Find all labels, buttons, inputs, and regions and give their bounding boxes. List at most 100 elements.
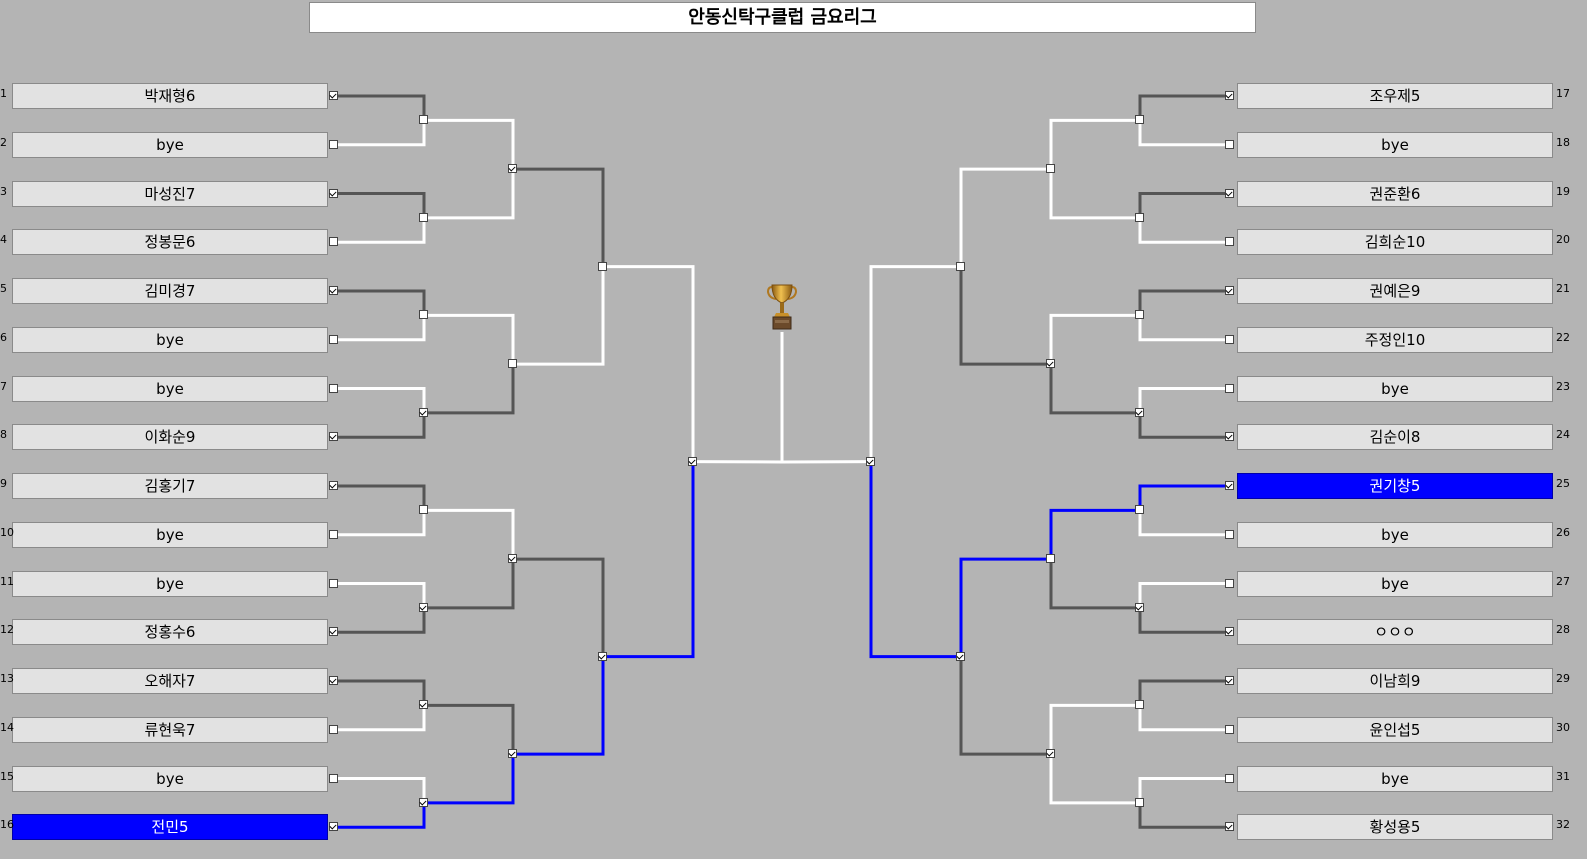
right-player-slot[interactable]: ㅇㅇㅇ bbox=[1237, 619, 1553, 646]
right-player-checkbox[interactable] bbox=[1225, 286, 1234, 295]
left-player-slot[interactable]: 정봉문6 bbox=[12, 229, 328, 256]
right-match-checkbox[interactable] bbox=[956, 261, 965, 271]
right-player-slot[interactable]: 윤인섭5 bbox=[1237, 716, 1553, 743]
left-match-checkbox[interactable] bbox=[419, 310, 428, 320]
left-match-checkbox[interactable] bbox=[688, 456, 697, 466]
left-player-checkbox[interactable] bbox=[329, 237, 338, 247]
left-match-checkbox[interactable] bbox=[508, 359, 517, 369]
left-player-slot[interactable]: 마성진7 bbox=[12, 180, 328, 207]
left-match-checkbox[interactable] bbox=[598, 651, 607, 661]
right-match-checkbox[interactable] bbox=[866, 456, 875, 466]
left-match-checkbox[interactable] bbox=[419, 700, 428, 710]
left-player-number: 5 bbox=[0, 282, 7, 295]
right-match-checkbox[interactable] bbox=[1046, 359, 1055, 369]
right-match-checkbox[interactable] bbox=[1135, 212, 1144, 222]
left-match-checkbox[interactable] bbox=[598, 261, 607, 271]
left-player-slot[interactable]: bye bbox=[12, 326, 328, 353]
left-player-checkbox[interactable] bbox=[329, 627, 338, 637]
left-player-slot[interactable]: 김홍기7 bbox=[12, 473, 328, 499]
left-match-checkbox[interactable] bbox=[508, 749, 517, 759]
left-player-checkbox[interactable] bbox=[329, 334, 338, 344]
right-player-slot[interactable]: 황성용5 bbox=[1237, 814, 1553, 841]
right-player-slot[interactable]: 권예은9 bbox=[1237, 278, 1553, 304]
right-player-checkbox[interactable] bbox=[1225, 139, 1234, 149]
right-match-checkbox[interactable] bbox=[1135, 115, 1144, 125]
right-player-checkbox[interactable] bbox=[1225, 627, 1234, 637]
right-player-slot[interactable]: bye bbox=[1237, 765, 1553, 792]
left-player-slot[interactable]: 정홍수6 bbox=[12, 619, 328, 646]
right-match-checkbox[interactable] bbox=[1135, 602, 1144, 612]
right-player-slot[interactable]: 김희순10 bbox=[1237, 229, 1553, 256]
left-match-checkbox[interactable] bbox=[419, 602, 428, 612]
right-player-checkbox[interactable] bbox=[1225, 822, 1234, 832]
right-bracket-connector bbox=[1049, 364, 1140, 415]
left-match-checkbox[interactable] bbox=[419, 115, 428, 125]
left-player-slot[interactable]: 김미경7 bbox=[12, 278, 328, 304]
left-player-checkbox[interactable] bbox=[329, 822, 338, 832]
right-player-checkbox[interactable] bbox=[1225, 237, 1234, 247]
right-bracket-connector bbox=[1138, 484, 1230, 511]
right-player-checkbox[interactable] bbox=[1225, 529, 1234, 539]
right-match-checkbox[interactable] bbox=[1135, 797, 1144, 807]
left-player-slot[interactable]: 오해자7 bbox=[12, 668, 328, 694]
right-player-checkbox[interactable] bbox=[1225, 481, 1234, 490]
right-match-checkbox[interactable] bbox=[1135, 407, 1144, 417]
right-match-checkbox[interactable] bbox=[1135, 505, 1144, 515]
left-player-slot[interactable]: 박재형6 bbox=[12, 83, 328, 109]
right-match-checkbox[interactable] bbox=[1135, 310, 1144, 320]
left-player-slot[interactable]: bye bbox=[12, 765, 328, 792]
left-player-checkbox[interactable] bbox=[329, 286, 338, 295]
right-match-checkbox[interactable] bbox=[1046, 164, 1055, 174]
left-player-checkbox[interactable] bbox=[329, 481, 338, 490]
left-player-slot[interactable]: 이화순9 bbox=[12, 424, 328, 451]
right-match-checkbox[interactable] bbox=[956, 651, 965, 661]
left-match-checkbox[interactable] bbox=[508, 554, 517, 564]
right-player-slot[interactable]: bye bbox=[1237, 570, 1553, 597]
right-player-slot[interactable]: bye bbox=[1237, 521, 1553, 548]
left-player-checkbox[interactable] bbox=[329, 188, 338, 198]
left-match-checkbox[interactable] bbox=[419, 505, 428, 515]
left-player-slot[interactable]: 전민5 bbox=[12, 814, 328, 841]
left-player-slot[interactable]: bye bbox=[12, 131, 328, 158]
left-player-checkbox[interactable] bbox=[329, 139, 338, 149]
left-player-checkbox[interactable] bbox=[329, 91, 338, 100]
left-match-checkbox[interactable] bbox=[419, 407, 428, 417]
right-player-slot[interactable]: bye bbox=[1237, 375, 1553, 402]
right-player-slot[interactable]: 조우제5 bbox=[1237, 83, 1553, 109]
right-player-slot[interactable]: 권기창5 bbox=[1237, 473, 1553, 499]
left-player-checkbox[interactable] bbox=[329, 724, 338, 734]
right-match-checkbox[interactable] bbox=[1135, 700, 1144, 710]
left-player-checkbox[interactable] bbox=[329, 529, 338, 539]
left-player-checkbox[interactable] bbox=[329, 432, 338, 442]
left-player-slot[interactable]: bye bbox=[12, 570, 328, 597]
left-match-checkbox[interactable] bbox=[419, 212, 428, 222]
right-player-slot[interactable]: bye bbox=[1237, 131, 1553, 158]
right-player-checkbox[interactable] bbox=[1225, 724, 1234, 734]
right-player-slot[interactable]: 권준환6 bbox=[1237, 180, 1553, 207]
right-player-checkbox[interactable] bbox=[1225, 676, 1234, 685]
left-player-checkbox[interactable] bbox=[329, 676, 338, 685]
right-player-checkbox[interactable] bbox=[1225, 188, 1234, 198]
right-player-checkbox[interactable] bbox=[1225, 432, 1234, 442]
right-bracket-connector bbox=[1138, 582, 1230, 608]
right-player-checkbox[interactable] bbox=[1225, 578, 1234, 588]
left-player-checkbox[interactable] bbox=[329, 773, 338, 783]
right-player-checkbox[interactable] bbox=[1225, 91, 1234, 100]
left-player-slot[interactable]: 류현욱7 bbox=[12, 716, 328, 743]
right-bracket-connector bbox=[1138, 315, 1230, 342]
right-player-checkbox[interactable] bbox=[1225, 773, 1234, 783]
right-player-checkbox[interactable] bbox=[1225, 334, 1234, 344]
right-match-checkbox[interactable] bbox=[1046, 554, 1055, 564]
left-player-slot[interactable]: bye bbox=[12, 521, 328, 548]
right-player-slot[interactable]: 이남희9 bbox=[1237, 668, 1553, 694]
left-player-slot[interactable]: bye bbox=[12, 375, 328, 402]
left-match-checkbox[interactable] bbox=[419, 797, 428, 807]
left-bracket-connector bbox=[603, 461, 695, 659]
right-player-slot[interactable]: 김순이8 bbox=[1237, 424, 1553, 451]
left-player-checkbox[interactable] bbox=[329, 383, 338, 393]
left-match-checkbox[interactable] bbox=[508, 164, 517, 174]
left-player-checkbox[interactable] bbox=[329, 578, 338, 588]
right-player-slot[interactable]: 주정인10 bbox=[1237, 326, 1553, 353]
right-player-checkbox[interactable] bbox=[1225, 383, 1234, 393]
right-match-checkbox[interactable] bbox=[1046, 749, 1055, 759]
